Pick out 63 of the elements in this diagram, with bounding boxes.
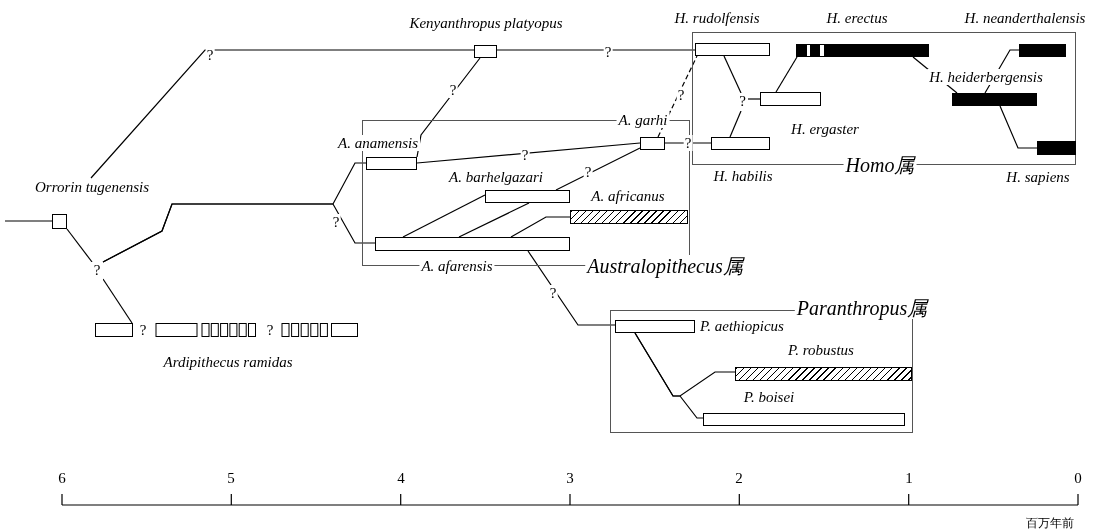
branch-line — [510, 216, 571, 238]
branch-line — [458, 202, 530, 238]
branch-line — [664, 142, 712, 144]
species-name: A. garhi — [616, 112, 670, 128]
species-name: A. afarensis — [419, 258, 495, 274]
question-mark: ? — [91, 262, 103, 280]
species-name: P. robustus — [786, 342, 856, 358]
branch-line — [729, 110, 742, 138]
species-name: P. aethiopicus — [698, 318, 786, 334]
species-name: Ardipithecus ramidas — [161, 354, 295, 370]
species-name: H. sapiens — [1004, 169, 1072, 185]
tick-label: 4 — [397, 470, 405, 486]
edge-label: ? — [448, 82, 458, 98]
edge-label: ? — [205, 47, 215, 63]
question-mark: ? — [266, 322, 274, 338]
branch-line — [634, 332, 704, 419]
edge-label: ? — [331, 214, 341, 230]
edge-label: ? — [520, 147, 530, 163]
species-name: H. neanderthalensis — [962, 10, 1088, 26]
species-name: A. barhelgazari — [447, 169, 545, 185]
question-mark: ? — [139, 322, 147, 338]
species-name: Orrorin tugenensis — [33, 179, 151, 195]
axis-unit: 百万年前 — [1026, 515, 1074, 531]
species-name: H. heiderbergensis — [927, 69, 1045, 85]
branch-line — [416, 142, 641, 164]
species-name: A. anamensis — [336, 135, 420, 151]
branch-line — [4, 220, 53, 222]
edge-label: ? — [676, 87, 686, 103]
species-name: H. ergaster — [789, 121, 861, 137]
branch-line — [999, 105, 1038, 149]
branch-line — [657, 55, 698, 138]
branch-line — [527, 250, 616, 326]
branch-line — [66, 228, 93, 263]
tick-label: 5 — [227, 470, 235, 486]
tick-label: 3 — [566, 470, 574, 486]
tick-label: 6 — [58, 470, 66, 486]
branch-line — [555, 147, 641, 191]
species-name: H. erectus — [824, 10, 890, 26]
genus-name: Homo属 — [843, 154, 917, 176]
species-name: Kenyanthropus platyopus — [407, 15, 565, 31]
edge-label: ? — [603, 44, 613, 60]
species-name: A. africanus — [589, 188, 667, 204]
tick-label: 1 — [905, 470, 913, 486]
tick-label: 0 — [1074, 470, 1082, 486]
edge-label: ? — [683, 135, 693, 151]
edge-label: ? — [548, 285, 558, 301]
genus-name: Australopithecus属 — [585, 255, 745, 277]
branch-line — [102, 203, 376, 263]
branch-line — [747, 98, 761, 100]
branch-line — [496, 49, 696, 51]
branch-line — [416, 57, 481, 158]
species-name: H. habilis — [711, 168, 775, 184]
genus-name: Paranthropus属 — [794, 297, 930, 319]
tick-label: 2 — [735, 470, 743, 486]
question-mark: ? — [737, 93, 748, 111]
branch-line — [775, 56, 798, 93]
branch-line — [723, 55, 742, 94]
species-name: H. rudolfensis — [672, 10, 762, 26]
species-name: P. boisei — [741, 389, 797, 405]
branch-line — [90, 49, 475, 179]
edge-label: ? — [583, 164, 593, 180]
branch-line — [402, 194, 486, 238]
branch-line — [102, 278, 133, 324]
